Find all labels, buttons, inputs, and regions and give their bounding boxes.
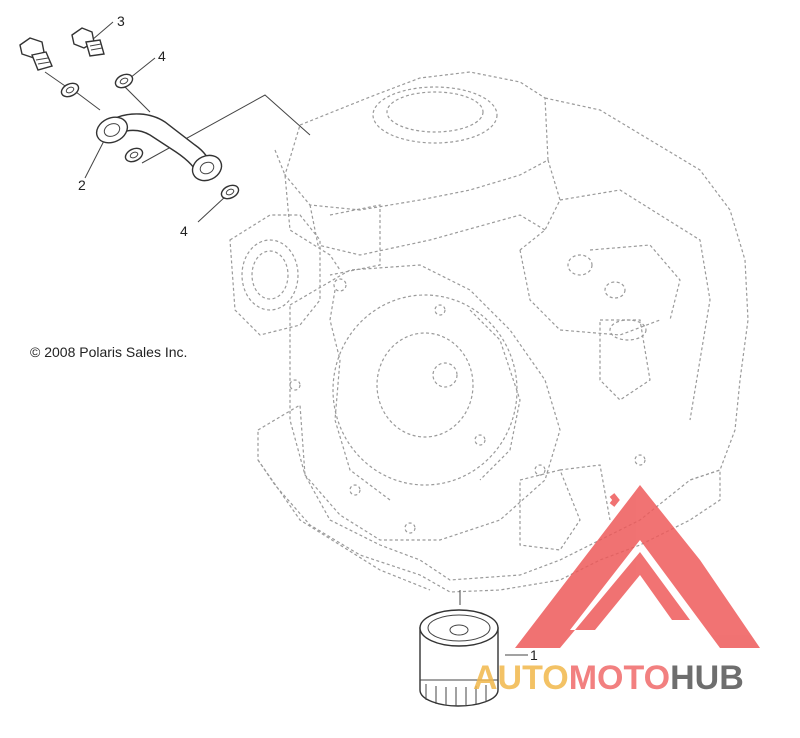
sealing-washer-middle: [124, 147, 144, 163]
sealing-washer-top: [114, 73, 134, 89]
watermark-logo: AUTOMOTOHUB: [473, 485, 760, 697]
sealing-washer-left: [60, 82, 80, 98]
bolt-left: [19, 37, 53, 71]
watermark-moto: MOTO: [569, 659, 670, 697]
watermark-auto: AUTO: [473, 659, 569, 697]
oil-filter: [419, 609, 499, 707]
watermark-hub: HUB: [670, 659, 744, 697]
sealing-washer-bottom: [220, 184, 240, 200]
copyright-text: © 2008 Polaris Sales Inc.: [30, 344, 187, 360]
triangle-logo-icon: [515, 485, 760, 648]
watermark-text: AUTOMOTOHUB: [473, 659, 744, 697]
callout-1: 1: [530, 647, 538, 663]
callout-3: 3: [117, 13, 125, 29]
callout-4-top: 4: [158, 48, 166, 64]
oil-line-banjo: [95, 113, 223, 182]
callout-2: 2: [78, 177, 86, 193]
callout-4-bottom: 4: [180, 223, 188, 239]
bolt-3: [71, 27, 105, 57]
engine-block-drawing: [229, 71, 749, 593]
